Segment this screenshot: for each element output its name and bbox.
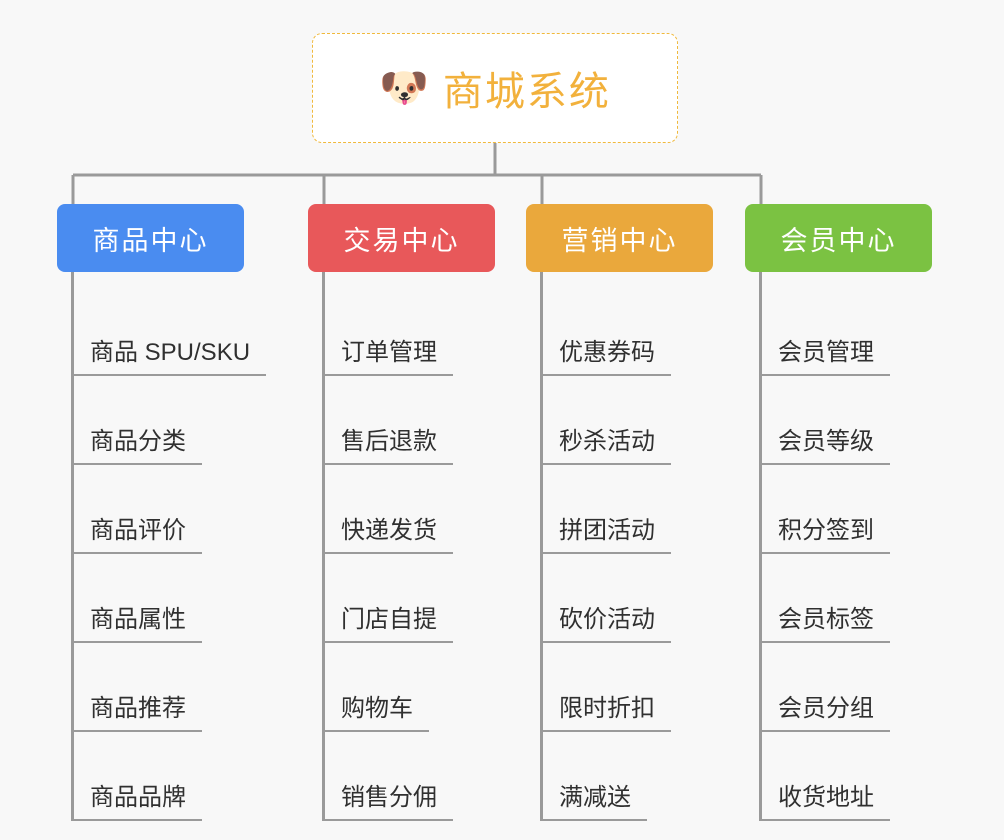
- leaf-item[interactable]: 秒杀活动: [543, 376, 713, 465]
- category-header-label: 商品中心: [92, 225, 209, 256]
- leaf-item[interactable]: 快递发货: [325, 465, 495, 554]
- leaf-item[interactable]: 商品分类: [74, 376, 244, 465]
- category-column-product-center: 商品中心商品 SPU/SKU 商品分类商品评价商品属性商品推荐商品品牌: [57, 204, 267, 821]
- leaf-item-label: 会员管理: [762, 339, 890, 376]
- leaf-item[interactable]: 商品评价: [74, 465, 244, 554]
- category-header-label: 交易中心: [343, 225, 460, 256]
- leaf-item[interactable]: 门店自提: [325, 554, 495, 643]
- leaf-item[interactable]: 拼团活动: [543, 465, 713, 554]
- root-node-title: 商城系统: [442, 70, 611, 114]
- leaf-item[interactable]: 商品 SPU/SKU: [74, 272, 267, 376]
- leaf-item-label: 商品评价: [74, 517, 202, 554]
- leaf-item-label: 会员等级: [762, 428, 890, 465]
- leaf-item[interactable]: 商品属性: [74, 554, 244, 643]
- leaf-item[interactable]: 购物车: [325, 643, 495, 732]
- leaf-item[interactable]: 积分签到: [762, 465, 932, 554]
- leaf-item-label: 会员分组: [762, 695, 890, 732]
- category-header-product-center[interactable]: 商品中心: [57, 204, 244, 272]
- leaf-item-label: 积分签到: [762, 517, 890, 554]
- leaf-item-label: 商品品牌: [74, 784, 202, 821]
- leaf-item[interactable]: 会员分组: [762, 643, 932, 732]
- leaf-list-trade-center: 订单管理售后退款快递发货门店自提购物车销售分佣: [322, 272, 495, 821]
- leaf-item[interactable]: 限时折扣: [543, 643, 713, 732]
- category-column-marketing-center: 营销中心优惠券码秒杀活动拼团活动砍价活动限时折扣满减送: [526, 204, 713, 821]
- leaf-item[interactable]: 售后退款: [325, 376, 495, 465]
- leaf-item[interactable]: 商品品牌: [74, 732, 244, 821]
- leaf-item-label: 商品推荐: [74, 695, 202, 732]
- leaf-item-label: 满减送: [543, 784, 647, 821]
- leaf-list-product-center: 商品 SPU/SKU 商品分类商品评价商品属性商品推荐商品品牌: [71, 272, 267, 821]
- leaf-item[interactable]: 销售分佣: [325, 732, 495, 821]
- leaf-item-label: 售后退款: [325, 428, 453, 465]
- leaf-item[interactable]: 满减送: [543, 732, 713, 821]
- category-column-member-center: 会员中心会员管理会员等级积分签到会员标签会员分组收货地址: [745, 204, 932, 821]
- leaf-list-marketing-center: 优惠券码秒杀活动拼团活动砍价活动限时折扣满减送: [540, 272, 713, 821]
- dog-face-icon: 🐶: [379, 66, 429, 110]
- leaf-item[interactable]: 会员标签: [762, 554, 932, 643]
- category-header-label: 会员中心: [780, 225, 897, 256]
- leaf-item-label: 购物车: [325, 695, 429, 732]
- leaf-item-label: 会员标签: [762, 606, 890, 643]
- category-header-member-center[interactable]: 会员中心: [745, 204, 932, 272]
- leaf-item-label: 快递发货: [325, 517, 453, 554]
- category-header-trade-center[interactable]: 交易中心: [308, 204, 495, 272]
- leaf-item-label: 商品分类: [74, 428, 202, 465]
- leaf-item-label: 门店自提: [325, 606, 453, 643]
- category-column-trade-center: 交易中心订单管理售后退款快递发货门店自提购物车销售分佣: [308, 204, 495, 821]
- leaf-item-label: 订单管理: [325, 339, 453, 376]
- leaf-item-label: 限时折扣: [543, 695, 671, 732]
- leaf-list-member-center: 会员管理会员等级积分签到会员标签会员分组收货地址: [759, 272, 932, 821]
- leaf-item-label: 优惠券码: [543, 339, 671, 376]
- leaf-item[interactable]: 收货地址: [762, 732, 932, 821]
- leaf-item[interactable]: 会员等级: [762, 376, 932, 465]
- leaf-item[interactable]: 商品推荐: [74, 643, 244, 732]
- root-node-mall-system[interactable]: 🐶 商城系统: [312, 33, 678, 143]
- leaf-item-label: 收货地址: [762, 784, 890, 821]
- leaf-item[interactable]: 会员管理: [762, 272, 932, 376]
- leaf-item[interactable]: 砍价活动: [543, 554, 713, 643]
- leaf-item[interactable]: 优惠券码: [543, 272, 713, 376]
- leaf-item-label: 秒杀活动: [543, 428, 671, 465]
- category-header-marketing-center[interactable]: 营销中心: [526, 204, 713, 272]
- leaf-item-label: 商品属性: [74, 606, 202, 643]
- leaf-item-label: 销售分佣: [325, 784, 453, 821]
- leaf-item[interactable]: 订单管理: [325, 272, 495, 376]
- leaf-item-label: 商品 SPU/SKU: [74, 339, 267, 376]
- leaf-item-label: 砍价活动: [543, 606, 671, 643]
- category-header-label: 营销中心: [561, 225, 678, 256]
- leaf-item-label: 拼团活动: [543, 517, 671, 554]
